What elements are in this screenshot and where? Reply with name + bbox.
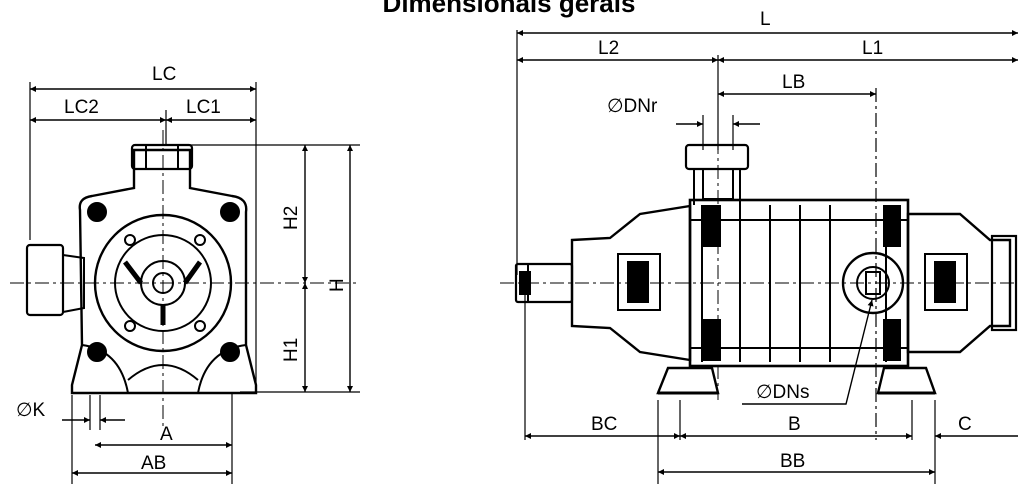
dim-label-bc: BC (591, 414, 617, 435)
dim-label-h1: H1 (281, 338, 302, 362)
dim-label-h2: H2 (281, 206, 302, 230)
dim-label-h: H (327, 278, 348, 292)
dim-label-bb: BB (780, 451, 805, 472)
dim-label-lc2: LC2 (64, 97, 99, 118)
dim-label-dns: ∅DNs (756, 382, 810, 403)
dim-label-lc: LC (152, 64, 176, 85)
dim-label-lc1: LC1 (186, 97, 221, 118)
front-view (500, 30, 1018, 484)
dim-label-l1: L1 (862, 38, 883, 59)
side-view (10, 82, 360, 484)
dim-label-k: ∅K (16, 400, 46, 421)
dim-label-ab: AB (141, 453, 166, 474)
dim-label-b: B (788, 414, 801, 435)
dim-label-lb: LB (782, 72, 805, 93)
dim-label-c: C (958, 414, 972, 435)
dim-label-a: A (160, 424, 173, 445)
dim-label-l2: L2 (598, 38, 619, 59)
dim-label-l: L (760, 9, 771, 30)
diagram-title: Dimensionais gerais (382, 0, 636, 18)
dim-label-dnr: ∅DNr (607, 96, 658, 117)
